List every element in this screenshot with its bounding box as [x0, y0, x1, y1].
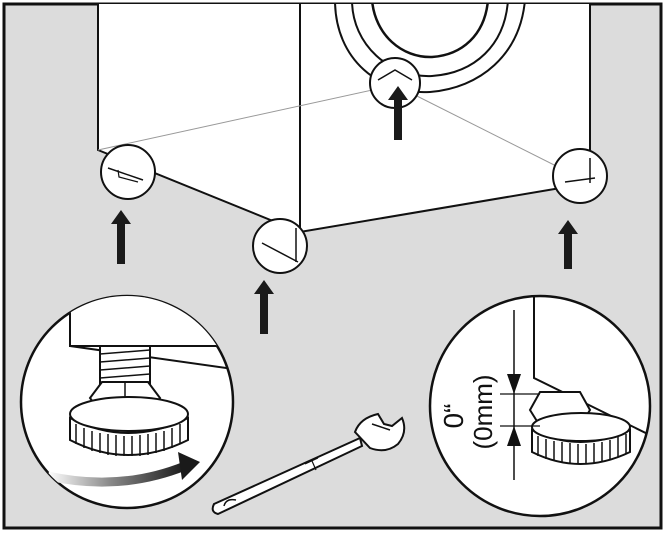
foot-marker-front-right [552, 148, 608, 204]
up-arrow-front-center [254, 280, 274, 334]
up-arrow-front-left [111, 210, 131, 264]
detail-foot-gap: 0“ (0mm) [428, 294, 652, 518]
up-arrow-rear [388, 86, 408, 140]
dimension-arrow-up [507, 426, 521, 446]
dimension-arrow-down [507, 374, 521, 394]
foot-marker-front-left [100, 144, 156, 200]
up-arrow-front-right [558, 220, 578, 269]
foot-marker-rear [369, 57, 421, 109]
door-ring-middle [351, 4, 509, 78]
door-ring-outer [334, 4, 526, 94]
wrench-icon [211, 412, 406, 516]
measure-label-inch: 0“ [438, 404, 469, 429]
door-ring-inner [371, 4, 489, 59]
foot-marker-front-center [252, 218, 308, 274]
washing-machine [97, 4, 591, 234]
rotate-arrow-head [178, 452, 200, 480]
measure-label-mm: (0mm) [468, 374, 498, 449]
